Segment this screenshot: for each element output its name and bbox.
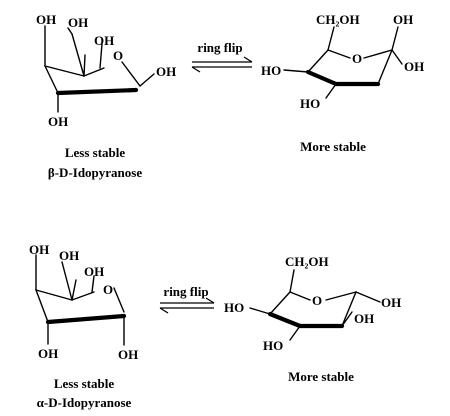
bond	[363, 49, 393, 59]
bond	[91, 275, 95, 293]
forward-arrow-head	[205, 297, 215, 304]
ch2oh-label: CH₂OH	[316, 12, 360, 27]
ho-label: HO	[224, 300, 244, 315]
oh-label: OH	[404, 59, 424, 74]
more-stable-caption: More stable	[300, 139, 366, 154]
oh-label: OH	[29, 242, 49, 257]
reverse-arrow-head	[159, 307, 169, 314]
equilibrium-arrow: ring flip	[191, 40, 253, 73]
oh-label: OH	[38, 346, 58, 361]
bond	[289, 291, 311, 301]
bond	[99, 43, 103, 69]
alpha-idopyranose-less-stable: OH OH OH O OH OH	[29, 242, 138, 362]
oh-label: OH	[59, 248, 79, 263]
ring-oxygen-label: O	[113, 48, 123, 63]
forward-arrow-head	[243, 56, 253, 63]
bond	[35, 289, 73, 301]
bond	[325, 291, 357, 301]
bond	[83, 67, 105, 77]
oh-label: OH	[68, 15, 88, 30]
bond	[44, 65, 59, 94]
less-stable-caption: Less stable	[54, 376, 115, 391]
oh-label: OH	[84, 264, 104, 279]
alpha-idopyranose-more-stable: CH₂OH O OH OH HO HO	[224, 254, 401, 353]
more-stable-caption: More stable	[288, 369, 354, 384]
ring-flip-label: ring flip	[197, 40, 242, 55]
ho-label: HO	[263, 338, 283, 353]
beta-idopyranose-more-stable: CH₂OH OH O OH HO HO	[261, 12, 424, 111]
oh-label: OH	[381, 295, 401, 310]
bond	[113, 287, 125, 313]
bond	[283, 69, 309, 73]
bond	[391, 49, 403, 65]
ch2oh-label: CH₂OH	[285, 254, 329, 269]
anomer-name-caption: β-D-Idopyranose	[48, 165, 142, 180]
bond	[341, 291, 357, 327]
oh-label: OH	[118, 347, 138, 362]
bond	[289, 269, 295, 293]
oh-label: OH	[36, 12, 56, 27]
bond	[289, 325, 301, 341]
ho-label: HO	[300, 96, 320, 111]
bond	[327, 49, 351, 59]
bond	[269, 291, 291, 315]
bond	[83, 54, 86, 77]
ho-label: HO	[261, 63, 281, 78]
reverse-arrow-head	[191, 66, 201, 73]
bold-bond	[45, 313, 127, 325]
bold-bond	[267, 311, 303, 329]
bond	[249, 307, 271, 315]
ring-oxygen-label: O	[352, 51, 362, 66]
ring-oxygen-label: O	[103, 282, 113, 297]
bold-bond	[305, 69, 339, 87]
bond	[71, 279, 77, 301]
bond	[71, 33, 85, 77]
bond	[71, 291, 95, 301]
bond	[391, 26, 399, 51]
bond	[307, 49, 329, 73]
bond	[67, 27, 73, 35]
bond	[377, 49, 393, 85]
oh-label: OH	[156, 64, 176, 79]
bold-bond	[55, 87, 139, 96]
bond	[121, 61, 141, 87]
ring-flip-label: ring flip	[163, 284, 208, 299]
bond	[44, 65, 85, 77]
oh-label: OH	[94, 33, 114, 48]
oh-label: OH	[393, 12, 413, 27]
bond	[35, 289, 49, 323]
bond	[355, 291, 381, 303]
bond	[61, 261, 73, 301]
anomer-name-caption: α-D-Idopyranose	[37, 395, 132, 410]
bond	[139, 73, 155, 87]
ring-oxygen-label: O	[312, 293, 322, 308]
bond	[325, 83, 337, 99]
oh-label: OH	[48, 114, 68, 129]
less-stable-caption: Less stable	[65, 145, 126, 160]
bond	[341, 311, 353, 327]
equilibrium-arrow: ring flip	[159, 284, 215, 314]
beta-idopyranose-less-stable: OH OH OH O OH OH	[36, 12, 176, 129]
bond	[327, 26, 335, 51]
oh-label: OH	[354, 311, 374, 326]
